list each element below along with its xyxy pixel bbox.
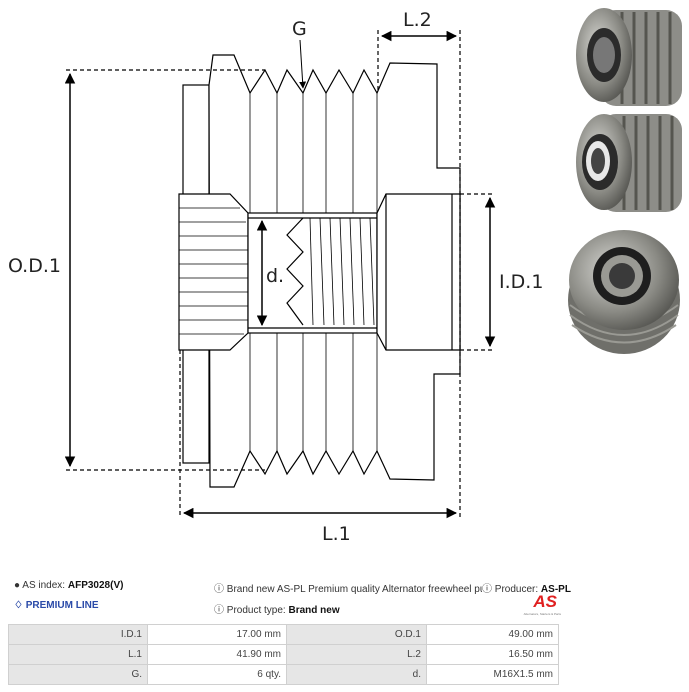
table-row: I.D.1 17.00 mm O.D.1 49.00 mm xyxy=(8,624,559,645)
info-icon: ⓘ xyxy=(214,605,224,616)
label-id1: I.D.1 xyxy=(499,271,543,293)
label-l2: L.2 xyxy=(403,9,432,31)
label-od1: O.D.1 xyxy=(8,255,61,277)
diamond-icon: ♢ xyxy=(14,600,23,611)
dimension-extension-lines xyxy=(66,30,495,518)
pulley-outline xyxy=(178,54,461,488)
info-icon: ⓘ xyxy=(214,584,224,595)
label-d: d. xyxy=(266,265,284,287)
premium-line-badge: ♢ PREMIUM LINE xyxy=(14,600,99,611)
specs-table: I.D.1 17.00 mm O.D.1 49.00 mm L.1 41.90 … xyxy=(8,624,559,685)
label-groove: G xyxy=(292,18,307,40)
table-row: L.1 41.90 mm L.2 16.50 mm xyxy=(8,644,559,665)
as-pl-logo: AS Alternators, Starters & Parts xyxy=(523,592,561,616)
producer: ⓘ Producer: AS-PL xyxy=(482,584,571,595)
as-index: ● AS index: AFP3028(V) xyxy=(14,580,124,591)
product-photo-front xyxy=(568,230,680,354)
dimension-arrows xyxy=(64,30,496,519)
label-l1: L.1 xyxy=(322,523,351,545)
product-type: ⓘ Product type: Brand new xyxy=(214,605,340,616)
info-icon: ⓘ xyxy=(482,584,492,595)
tag-icon: ● xyxy=(14,580,21,591)
product-photo-side xyxy=(576,8,682,106)
description: ⓘ Brand new AS-PL Premium quality Altern… xyxy=(214,584,482,595)
pulley-technical-drawing: G L.2 O.D.1 I.D.1 d. L.1 xyxy=(8,8,682,545)
product-photo-front-side xyxy=(576,114,682,212)
table-row: G. 6 qty. d. M16X1.5 mm xyxy=(8,664,559,685)
